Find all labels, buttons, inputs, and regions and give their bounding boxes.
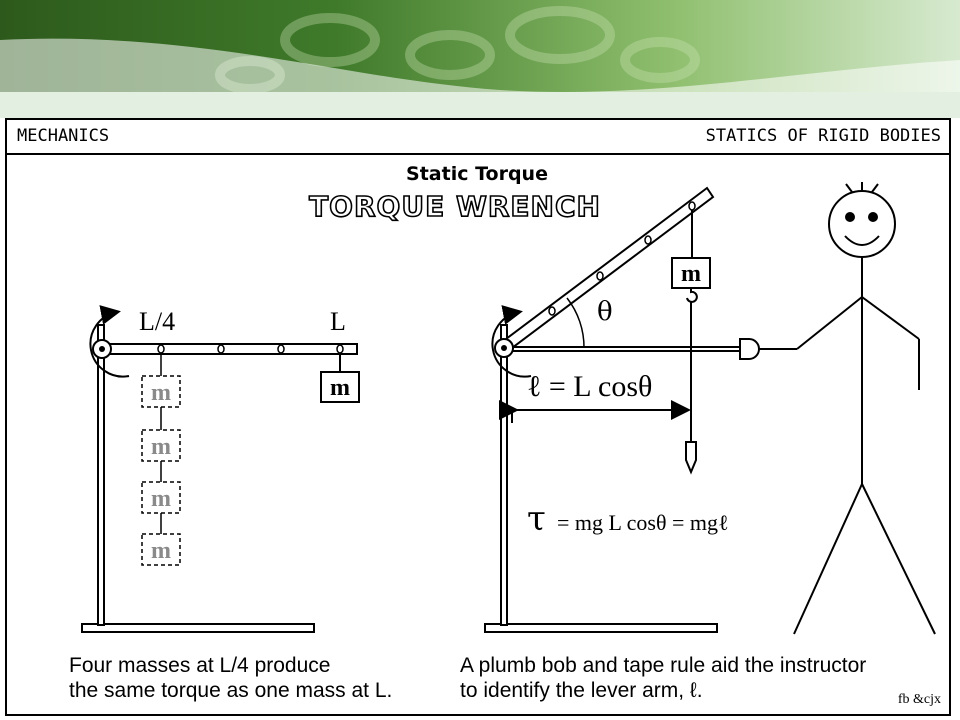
angle-arc — [566, 297, 585, 349]
left-lever-bar — [100, 343, 358, 355]
rod-handle — [739, 338, 760, 360]
lever-hole — [644, 235, 652, 245]
lever-arm-label: ℓ = L cosθ — [527, 370, 652, 403]
angle-theta-label: θ — [597, 297, 613, 327]
diagram-title: Static Torque — [406, 163, 548, 185]
figure-eye — [845, 212, 855, 222]
figure-arm — [861, 296, 920, 340]
left-apparatus: L/4 L m m m m m — [81, 305, 360, 633]
author-credit: fb &cjx — [897, 692, 941, 707]
ghost-mass — [141, 533, 181, 566]
left-stand-pole — [97, 324, 105, 626]
mass-at-L-label: m — [330, 375, 350, 401]
banner-background — [0, 0, 960, 118]
right-rotation-arrow — [491, 305, 532, 378]
caption-left-line1: Four masses at L/4 produce — [69, 654, 331, 677]
torque-formula: = mg L cosθ = mgℓ — [557, 510, 729, 535]
caption-left: Four masses at L/4 produce the same torq… — [69, 653, 392, 703]
lever-hole — [277, 344, 285, 354]
lever-hole — [688, 201, 696, 211]
figure-head — [828, 190, 896, 258]
ghost-mass-label: m — [151, 434, 171, 460]
lever-hole — [157, 344, 165, 354]
plumb-bob — [685, 441, 697, 475]
figure-eye — [868, 212, 878, 222]
lever-hole — [548, 306, 556, 316]
caption-right: A plumb bob and tape rule aid the instru… — [460, 653, 866, 703]
left-stand-base — [81, 623, 315, 633]
figure-leg — [861, 483, 936, 635]
header-divider — [7, 153, 949, 155]
slide-frame: MECHANICS STATICS OF RIGID BODIES Static… — [5, 118, 951, 716]
left-rotation-arrow — [89, 305, 130, 378]
caption-right-line1: A plumb bob and tape rule aid the instru… — [460, 654, 867, 677]
ghost-mass — [141, 375, 181, 408]
torque-wrench-diagram: Static Torque TORQUE WRENCH L/4 L m — [81, 163, 936, 635]
label-full-length: L — [330, 307, 346, 336]
caption-left-line2: the same torque as one mass at L. — [69, 679, 393, 702]
ghost-mass-label: m — [151, 380, 171, 406]
caption-right-line2: to identify the lever arm, ℓ. — [460, 679, 703, 702]
header-subject: MECHANICS — [17, 126, 110, 146]
hanging-mass-label: m — [681, 261, 701, 287]
diagram-subtitle: TORQUE WRENCH — [309, 190, 601, 223]
right-stand-base — [484, 623, 718, 633]
figure-arm — [796, 296, 863, 350]
lever-hole — [217, 344, 225, 354]
figure-leg — [793, 483, 863, 635]
ghost-mass — [141, 481, 181, 514]
label-quarter-length: L/4 — [139, 307, 175, 336]
figure-smile — [844, 235, 880, 246]
ghost-mass-label: m — [151, 538, 171, 564]
ghost-mass — [141, 429, 181, 462]
lever-hole — [596, 271, 604, 281]
stick-figure-instructor — [793, 182, 936, 635]
header-topic: STATICS OF RIGID BODIES — [705, 126, 941, 146]
right-apparatus: θ m ℓ = L cosθ τ = mg L cosθ = mgℓ — [484, 186, 797, 633]
mass-at-L — [320, 371, 360, 403]
lever-hole — [336, 344, 344, 354]
right-stand-pole — [500, 324, 508, 626]
torque-symbol: τ — [527, 499, 546, 539]
ghost-mass-label: m — [151, 486, 171, 512]
